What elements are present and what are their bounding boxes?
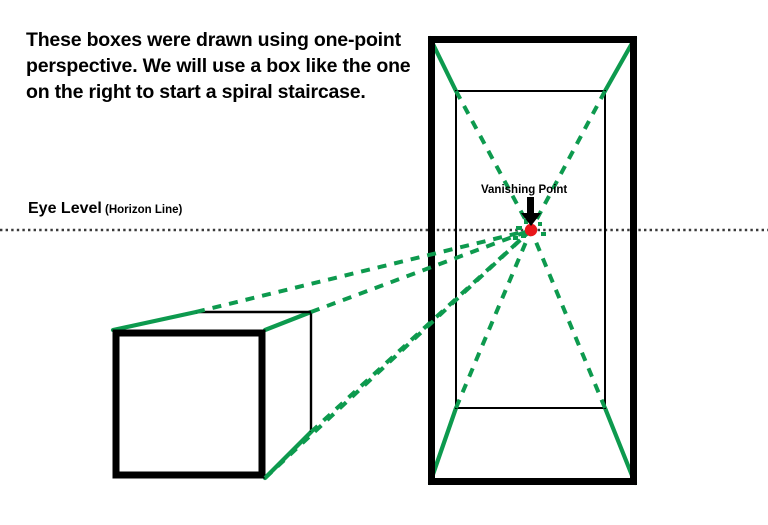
guide-inner-bottom-right-to-vp: [529, 229, 607, 409]
large-box-vanishing-guides: [454, 90, 607, 409]
guide-inner-bottom-left-to-vp: [454, 229, 533, 409]
large-box-outer-rect: [428, 36, 637, 485]
small-box-front-face: [112, 329, 266, 479]
guide-small-top-right-to-vp: [310, 228, 532, 314]
page-title: These boxes were drawn using one-point p…: [26, 29, 411, 103]
vp-splash-mark: [538, 222, 542, 226]
vanishing-point-arrow-icon: [521, 197, 541, 226]
large-box-inner-rect: [455, 90, 606, 409]
guide-inner-top-right-to-vp: [529, 90, 607, 231]
vanishing-point-dot: [524, 223, 538, 237]
eye-level-label-group: Eye Level (Horizon Line): [28, 200, 182, 218]
arrow-shaft: [527, 197, 534, 216]
guide-inner-top-left-to-vp: [454, 90, 533, 231]
small-box-edge-top-right: [262, 309, 314, 333]
eye-level-label: Eye Level: [28, 200, 102, 217]
vp-splash-mark: [516, 226, 522, 230]
vp-splash-mark: [541, 232, 546, 236]
arrow-head: [521, 213, 541, 226]
guide-small-top-left-to-vp: [195, 228, 532, 314]
horizon-line-sublabel: (Horizon Line): [101, 204, 183, 216]
vp-splash-mark: [521, 234, 526, 238]
vanishing-point-splash: [513, 219, 546, 240]
vp-splash-mark: [513, 236, 518, 240]
small-box-vanishing-guides: [195, 228, 533, 480]
small-box-perspective-edges: [110, 309, 314, 481]
small-box-edge-top-left: [110, 309, 199, 333]
vanishing-point-label: Vanishing Point: [481, 184, 568, 196]
guide-small-front-bottom-right-to-vp: [263, 228, 533, 480]
vp-splash-mark: [524, 219, 528, 224]
